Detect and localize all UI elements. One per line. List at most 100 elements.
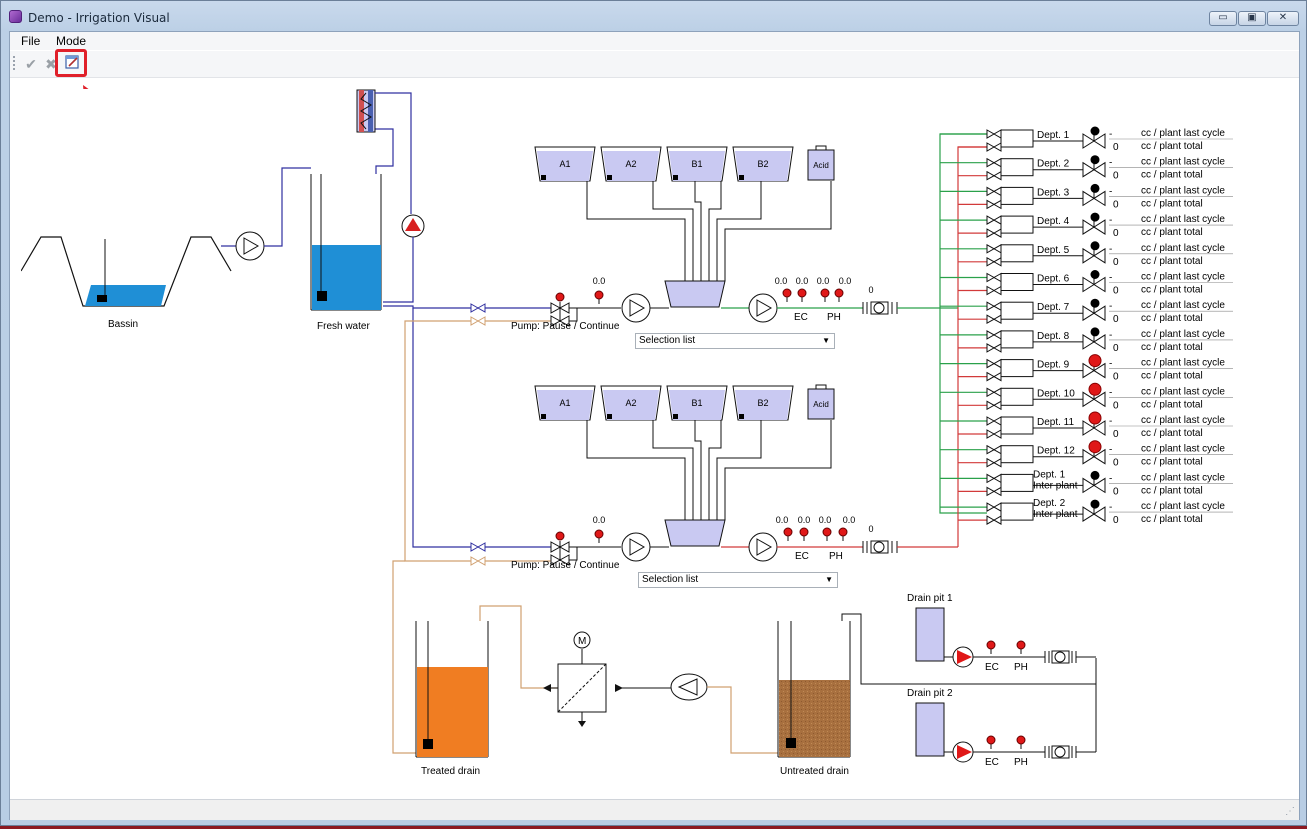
maximize-button[interactable]: ▣ (1238, 11, 1266, 26)
status-bar: ⋰ (10, 799, 1299, 820)
fertilizer-tank: B2 (732, 146, 794, 182)
check-icon[interactable]: ✔ (25, 56, 37, 72)
drain-pump[interactable] (670, 673, 708, 701)
sensor-value: 0.0 (593, 276, 606, 286)
dosing-pump[interactable] (621, 293, 651, 323)
cc-total: cc / plant total (1141, 313, 1203, 324)
ec-ph-sensor[interactable] (834, 288, 844, 302)
close-button[interactable]: ✕ (1267, 11, 1299, 26)
ec-ph-sensor[interactable] (822, 527, 832, 541)
fertilizer-tank: A2 (600, 146, 662, 182)
department-name: Dept. 6 (1037, 274, 1070, 285)
cancel-icon[interactable]: ✖ (45, 56, 57, 72)
cc-last-cycle: cc / plant last cycle (1141, 157, 1225, 168)
acid-label: Acid (813, 400, 829, 409)
sensor-value: 0.0 (843, 515, 856, 525)
booster-pump[interactable] (748, 532, 778, 562)
sensor-value: 0.0 (776, 515, 789, 525)
department-value: 0 (1113, 372, 1119, 383)
ph-sensor[interactable] (1016, 735, 1026, 749)
fresh-water-label: Fresh water (317, 321, 370, 332)
diagram-svg: Bassin Fresh water (20, 89, 1233, 777)
ec-sensor[interactable] (986, 640, 996, 654)
app-icon (9, 10, 22, 23)
booster-pump[interactable] (748, 293, 778, 323)
edit-mode-button[interactable] (63, 53, 81, 71)
department-value: 0 (1113, 142, 1119, 153)
fertilizer-tank: A1 (534, 385, 596, 421)
sensor-value: 0.0 (798, 515, 811, 525)
fresh-water-tank: Fresh water (310, 174, 382, 332)
tank-label: A2 (625, 159, 636, 169)
dosing-pump[interactable] (621, 532, 651, 562)
ec-ph-sensor[interactable] (799, 527, 809, 541)
fertilizer-tank: A2 (600, 385, 662, 421)
flow-value: 0 (868, 524, 873, 534)
department-name: Dept. 1 (1037, 130, 1070, 141)
title-bar[interactable]: Demo - Irrigation Visual ▭ ▣ ✕ (1, 1, 1306, 31)
department-value: - (1109, 416, 1112, 427)
department-value: - (1109, 273, 1112, 284)
drain-pit-pump[interactable] (952, 646, 974, 668)
department-value: 0 (1113, 199, 1119, 210)
pressure-sensor[interactable] (594, 290, 604, 304)
selection-list-1[interactable]: Selection list▼ (635, 333, 835, 349)
circulation-pump[interactable] (401, 214, 425, 238)
tank-label: B2 (757, 159, 768, 169)
resize-grip[interactable]: ⋰ (1285, 806, 1295, 817)
ec-sensor[interactable] (986, 735, 996, 749)
department-name: Dept. 10 (1037, 388, 1075, 399)
bassin: Bassin (20, 236, 232, 330)
minimize-button[interactable]: ▭ (1209, 11, 1237, 26)
ph-sensor[interactable] (1016, 640, 1026, 654)
cc-total: cc / plant total (1141, 399, 1203, 410)
ph-label: PH (827, 312, 841, 323)
tank-label: B1 (691, 159, 702, 169)
ec-ph-sensor[interactable] (783, 527, 793, 541)
ec-ph-sensor[interactable] (820, 288, 830, 302)
cc-total: cc / plant total (1141, 256, 1203, 267)
svg-text:M: M (578, 636, 586, 647)
ph-label: PH (829, 551, 843, 562)
ec-label: EC (794, 312, 808, 323)
bassin-pump[interactable] (235, 231, 265, 261)
drain-pit-pump[interactable] (952, 741, 974, 763)
ec-ph-sensor[interactable] (838, 527, 848, 541)
cc-total: cc / plant total (1141, 457, 1203, 468)
menu-file[interactable]: File (21, 34, 41, 48)
selection-list-2[interactable]: Selection list▼ (638, 572, 838, 588)
pressure-sensor[interactable] (594, 529, 604, 543)
pause-valve[interactable] (550, 531, 570, 566)
department-value: 0 (1113, 228, 1119, 239)
cc-last-cycle: cc / plant last cycle (1141, 329, 1225, 340)
tank-label: B1 (691, 398, 702, 408)
fertilizer-tank: B2 (732, 385, 794, 421)
ec-ph-sensor[interactable] (782, 288, 792, 302)
ec-ph-sensor[interactable] (797, 288, 807, 302)
department-value: 0 (1113, 515, 1119, 526)
cc-last-cycle: cc / plant last cycle (1141, 444, 1225, 455)
cc-last-cycle: cc / plant last cycle (1141, 128, 1225, 139)
ec-label: EC (985, 662, 999, 673)
cc-last-cycle: cc / plant last cycle (1141, 386, 1225, 397)
menu-mode[interactable]: Mode (56, 34, 87, 48)
pause-valve[interactable] (550, 292, 570, 327)
supply-valves[interactable] (470, 303, 486, 566)
